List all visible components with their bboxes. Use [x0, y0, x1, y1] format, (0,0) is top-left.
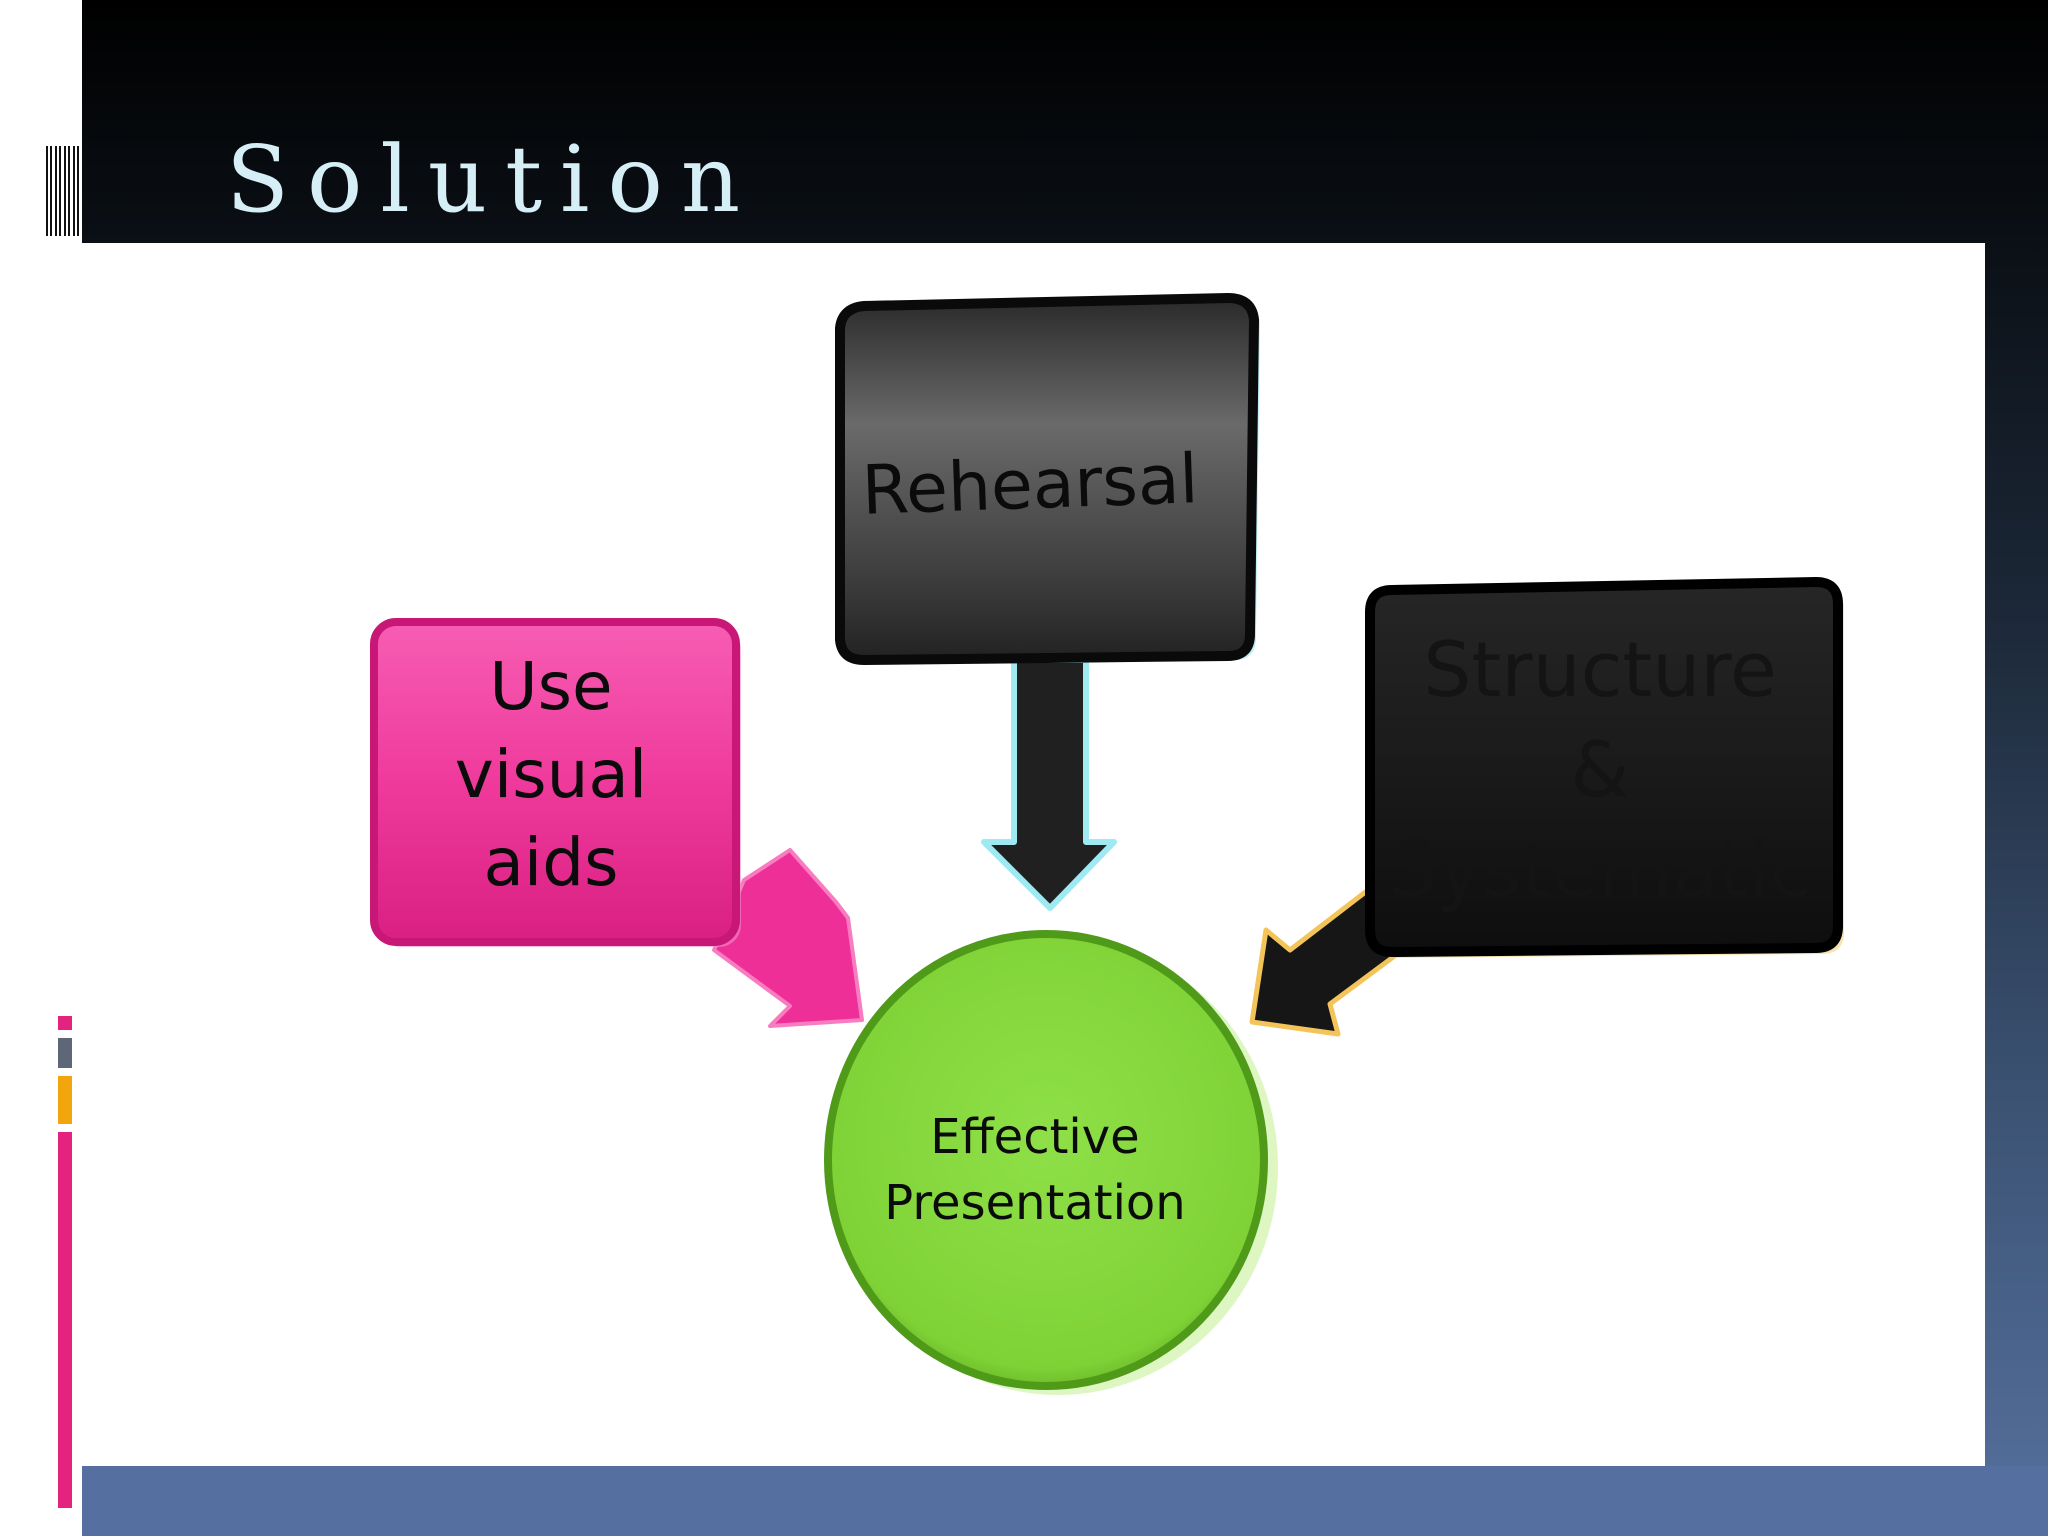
accent-bar-gray	[58, 1038, 72, 1068]
rehearsal-label: Rehearsal	[860, 439, 1200, 531]
title-stripes-decoration	[46, 146, 82, 236]
accent-bar-pink-small	[58, 1016, 72, 1030]
center-circle	[824, 930, 1278, 1395]
accent-bar-gold	[58, 1076, 72, 1124]
accent-bar-pink	[58, 1132, 72, 1508]
slide-title: Solution	[226, 126, 759, 233]
structure-label: Structure & Systematic	[1388, 625, 1812, 914]
center-label: Effective Presentation	[884, 1109, 1186, 1231]
arrow-rehearsal-to-center	[981, 657, 1117, 911]
structure-box	[1365, 576, 1844, 958]
visual-aids-box	[370, 618, 741, 947]
visual-aids-label: Use visual aids	[454, 648, 648, 901]
bottom-band	[82, 1466, 2048, 1536]
rehearsal-box	[835, 292, 1260, 666]
arrow-visual-aids-to-center	[712, 848, 864, 1028]
